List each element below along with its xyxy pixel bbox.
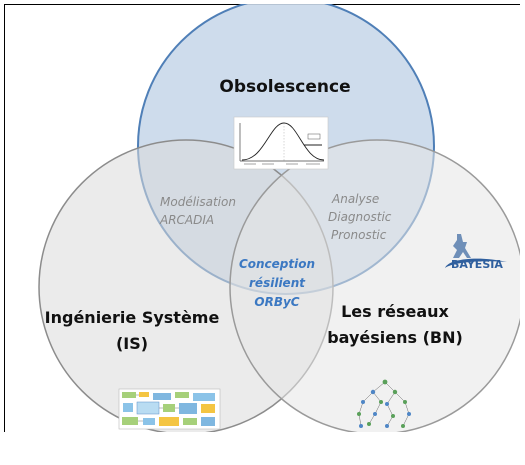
- systems-engineering-title-line2: (IS): [116, 334, 148, 353]
- center-label-line1: Conception: [239, 257, 315, 271]
- overlap-obsolescence-bn-line2: Diagnostic: [328, 210, 392, 224]
- systems-engineering-title-line1: Ingénierie Système: [45, 308, 220, 327]
- bayesia-logo-text: BAYESIA: [451, 258, 503, 271]
- circle-bayesian-networks: [229, 139, 520, 432]
- bayesian-networks-title-line2: bayésiens (BN): [327, 328, 463, 347]
- lifecycle-curve-chart-icon: [233, 116, 329, 170]
- venn-diagram: Obsolescence Modélisation ARCADIA Analys…: [4, 4, 520, 432]
- overlap-obsolescence-bn-line3: Pronostic: [331, 228, 387, 242]
- arcadia-architecture-diagram-icon: [118, 388, 221, 430]
- obsolescence-title: Obsolescence: [219, 77, 350, 97]
- overlap-obsolescence-bn-line1: Analyse: [331, 192, 379, 206]
- overlap-obsolescence-is-line2: ARCADIA: [159, 213, 214, 227]
- bayesian-network-graph-icon: [357, 379, 411, 428]
- overlap-obsolescence-is-line1: Modélisation: [160, 195, 236, 209]
- center-label-line3: ORByC: [254, 295, 299, 309]
- center-label-line2: résilient: [249, 276, 306, 290]
- bayesian-networks-title-line1: Les réseaux: [341, 302, 449, 321]
- bayesia-logo-icon: [445, 234, 507, 268]
